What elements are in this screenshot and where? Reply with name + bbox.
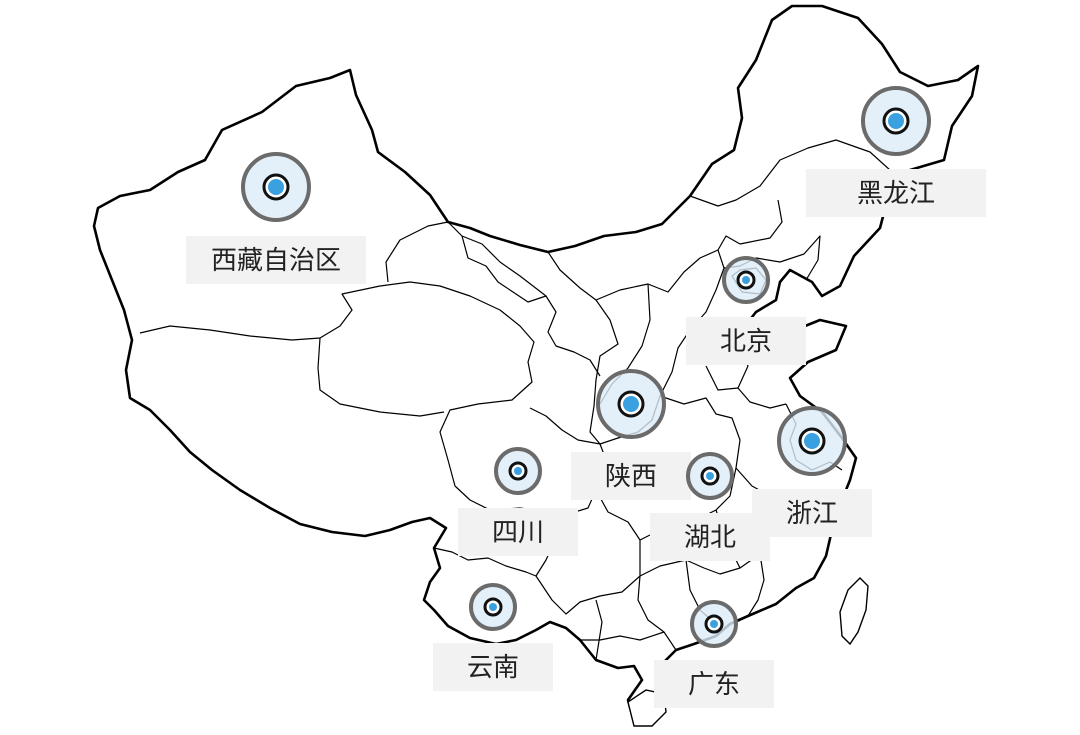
label-background (458, 508, 578, 556)
province-label: 西藏自治区 (211, 246, 341, 276)
label-background (654, 660, 774, 708)
marker-shaanxi[interactable]: 陕西 (571, 369, 691, 500)
province-label: 湖北 (684, 523, 736, 553)
marker-xizang[interactable]: 西藏自治区 (186, 152, 366, 284)
marker-sichuan[interactable]: 四川 (458, 447, 578, 556)
province-label: 四川 (492, 518, 544, 548)
province-label: 黑龙江 (857, 179, 935, 209)
province-label: 北京 (720, 327, 772, 357)
marker-dot (514, 467, 522, 475)
marker-dot (268, 179, 284, 195)
marker-dot (742, 276, 750, 284)
label-background (650, 513, 770, 561)
marker-heilongjiang[interactable]: 黑龙江 (806, 86, 986, 217)
label-background (186, 236, 366, 284)
label-background (433, 643, 553, 691)
label-background (752, 489, 872, 537)
marker-dot (489, 603, 497, 611)
label-background (686, 317, 806, 365)
label-background (571, 452, 691, 500)
marker-dot (710, 620, 718, 628)
label-background (806, 169, 986, 217)
marker-zhejiang[interactable]: 浙江 (752, 406, 872, 537)
province-label: 浙江 (786, 499, 838, 529)
marker-beijing[interactable]: 北京 (686, 256, 806, 365)
province-label: 广东 (688, 670, 740, 700)
marker-hubei[interactable]: 湖北 (650, 452, 770, 561)
marker-guangdong[interactable]: 广东 (654, 600, 774, 708)
marker-dot (804, 433, 820, 449)
marker-dot (888, 113, 904, 129)
marker-dot (623, 396, 639, 412)
province-label: 陕西 (605, 462, 657, 492)
marker-dot (706, 472, 714, 480)
marker-yunnan[interactable]: 云南 (433, 583, 553, 691)
taiwan-island (839, 577, 869, 646)
province-label: 云南 (467, 653, 519, 683)
